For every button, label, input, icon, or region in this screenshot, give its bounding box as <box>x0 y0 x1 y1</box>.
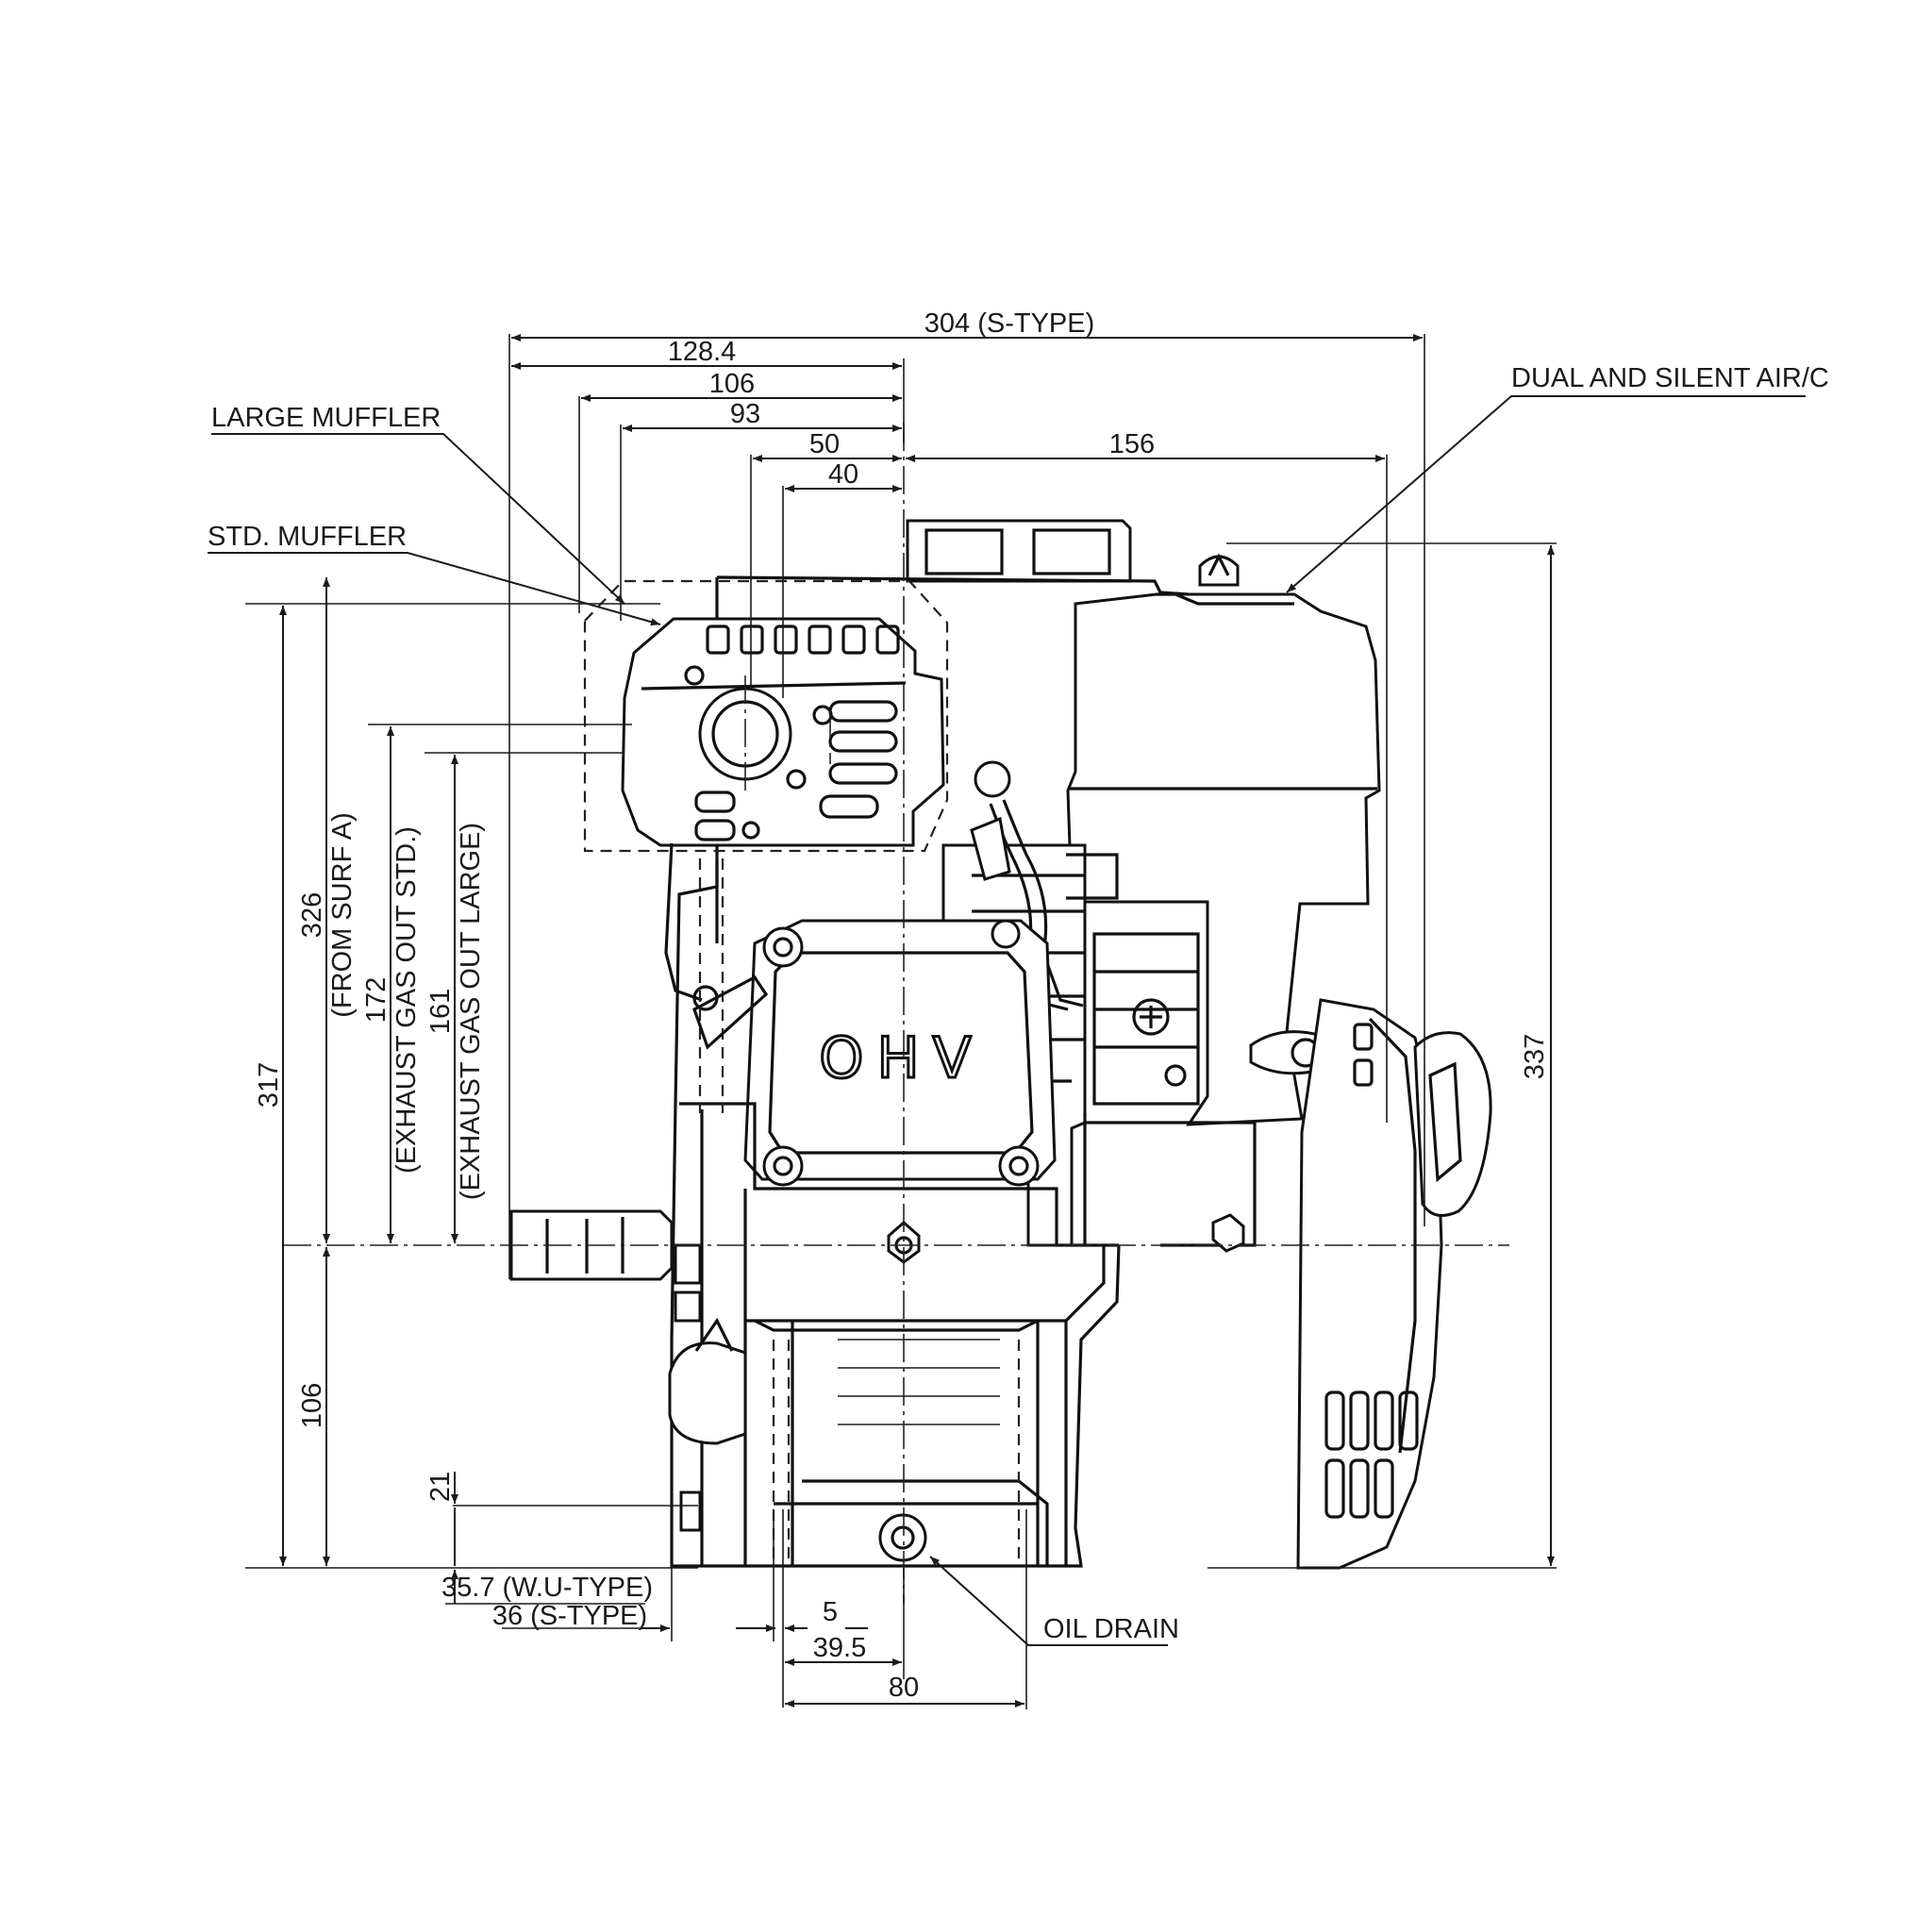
dim-21: 21 <box>425 1472 456 1502</box>
callout-oil-drain: OIL DRAIN <box>1043 1614 1179 1644</box>
muffler-vent-slots <box>706 625 900 655</box>
dim-161: 161 <box>425 989 456 1034</box>
rocker-cover <box>743 919 1057 1181</box>
dim-317: 317 <box>254 1062 284 1108</box>
callout-std-muffler: STD. MUFFLER <box>208 522 407 552</box>
dim-39-5: 39.5 <box>813 1633 866 1663</box>
large-muffler-outline <box>583 579 949 853</box>
recoil-handle <box>1413 1031 1492 1217</box>
dim-128-4: 128.4 <box>668 337 737 367</box>
dim-5: 5 <box>823 1597 838 1627</box>
dim-93: 93 <box>730 399 760 429</box>
ohv-label: OHV <box>819 1025 984 1091</box>
dimension-lines: 304 (S-TYPE) 128.4 106 93 50 40 156 337 … <box>245 308 1557 1709</box>
dim-s-type: 36 (S-TYPE) <box>492 1601 647 1631</box>
callouts: LARGE MUFFLER STD. MUFFLER DUAL AND SILE… <box>208 363 1829 1646</box>
dim-172: 172 <box>361 977 391 1023</box>
fan-grille-slots <box>1324 1023 1419 1519</box>
dim-106-top: 106 <box>709 369 755 399</box>
dim-40: 40 <box>828 459 858 490</box>
dim-50: 50 <box>809 429 840 459</box>
dim-156: 156 <box>1109 429 1155 459</box>
dim-overall-width: 304 (S-TYPE) <box>924 308 1095 339</box>
dim-exhaust-std: (EXHAUST GAS OUT STD.) <box>391 826 422 1174</box>
dim-337: 337 <box>1520 1034 1550 1079</box>
dim-from-surf-a: (FROM SURF A) <box>327 812 358 1018</box>
callout-large-muffler: LARGE MUFFLER <box>211 403 441 433</box>
engine-outline: OHV <box>283 423 1509 1604</box>
dim-326: 326 <box>297 892 327 938</box>
oil-drain-plug <box>878 1513 927 1562</box>
dim-wu-type: 35.7 (W.U-TYPE) <box>441 1573 653 1603</box>
callout-dual-air-cleaner: DUAL AND SILENT AIR/C <box>1511 363 1829 393</box>
dim-80: 80 <box>889 1673 919 1703</box>
dim-exhaust-large: (EXHAUST GAS OUT LARGE) <box>456 823 486 1200</box>
dim-106-side: 106 <box>297 1383 327 1428</box>
